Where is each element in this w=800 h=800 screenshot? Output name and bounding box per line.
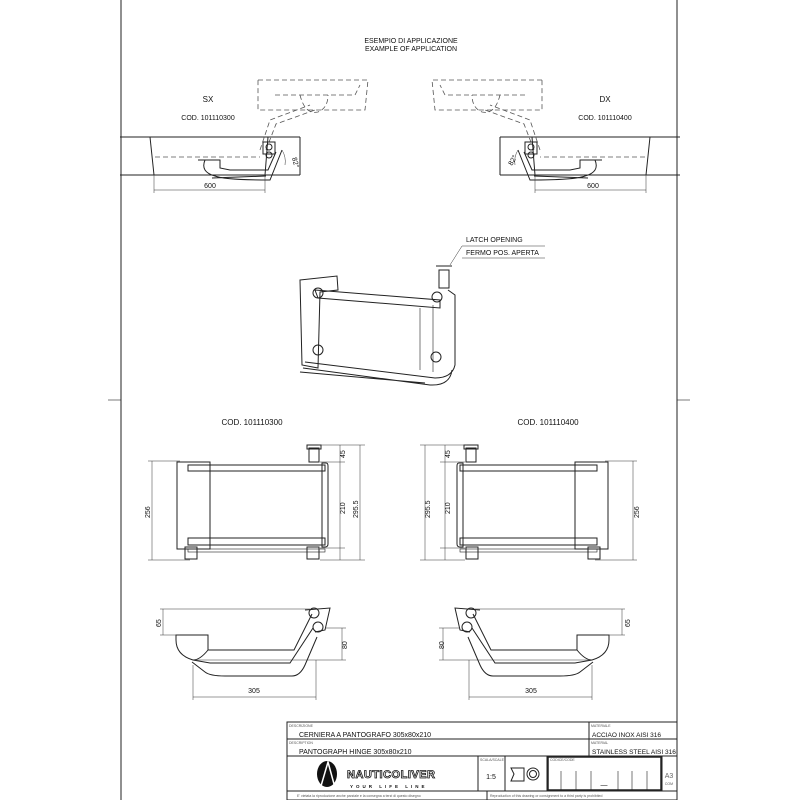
front-view-left [148,444,365,561]
dim-210: 210 [340,502,347,514]
mat-label-it: MATERIALE [591,724,611,728]
dim-65-left: 65 [156,619,163,627]
material-en: STAINLESS STEEL AISI 316 [592,749,676,756]
description-en: PANTOGRAPH HINGE 305x80x210 [299,749,412,756]
dim-80-right: 80 [439,641,446,649]
dim-295-5: 295.5 [425,500,432,518]
description-it: CERNIERA A PANTOGRAFO 305x80x210 [299,732,431,739]
dims-left: 256 45 210 295.5 [145,450,360,518]
code-label: CODICE/CODE [550,758,575,762]
view-left-code: COD. 101110300 [221,418,283,427]
sx-code: COD. 101110300 [181,115,235,122]
dim-45: 45 [340,450,347,458]
desc-label-en: DESCRIPTION [289,741,313,745]
view-right-code: COD. 101110400 [517,418,579,427]
dx-code: COD. 101110400 [578,115,632,122]
header-title-en: EXAMPLE OF APPLICATION [365,46,457,53]
dims-right: 256 45 210 295.5 [425,450,641,518]
dim-295-5: 295.5 [353,500,360,518]
nauticoliver-logo [317,759,337,787]
callout-fermo: FERMO POS. APERTA [466,250,539,257]
application-dx [431,79,680,193]
dim-305-right: 305 [525,688,537,695]
sx-width: 600 [204,183,216,190]
dx-width: 600 [587,183,599,190]
brand-tagline: YOUR LIFE LINE [350,784,428,789]
notice-en: Reproduction of this drawing or consignm… [490,794,603,798]
brand-name: NAUTICOLIVER [347,769,436,781]
title-block [286,721,678,800]
callout-latch-opening: LATCH OPENING [466,237,523,244]
scale-value: 1:5 [486,774,496,781]
top-view-left [160,607,346,700]
dim-45: 45 [445,450,452,458]
application-sx [120,79,369,193]
dim-210: 210 [445,502,452,514]
code-value: — [601,782,608,789]
dim-65-right: 65 [625,619,632,627]
dim-256: 256 [145,506,152,518]
notice-it: E' vietata la riproduzione anche parzial… [297,794,421,798]
sx-label: SX [203,95,214,104]
sheet-sub: COM [665,782,673,786]
sheet-size: A3 [665,773,674,780]
sx-angle: 82° [290,156,301,168]
scale-label: SCALA/SCALE [480,758,505,762]
mat-label-en: MATERIAL [591,741,608,745]
front-view-right [420,444,637,561]
header-title-it: ESEMPIO DI APPLICAZIONE [364,38,458,45]
desc-label-it: DESCRIZIONE [289,724,314,728]
top-view-right [439,607,625,700]
dx-angle: 82° [507,154,519,167]
dim-80-left: 80 [342,641,349,649]
isometric-view [299,245,545,386]
dim-256: 256 [634,506,641,518]
material-it: ACCIAO INOX AISI 316 [592,732,661,739]
dim-305-left: 305 [248,688,260,695]
dx-label: DX [599,95,611,104]
